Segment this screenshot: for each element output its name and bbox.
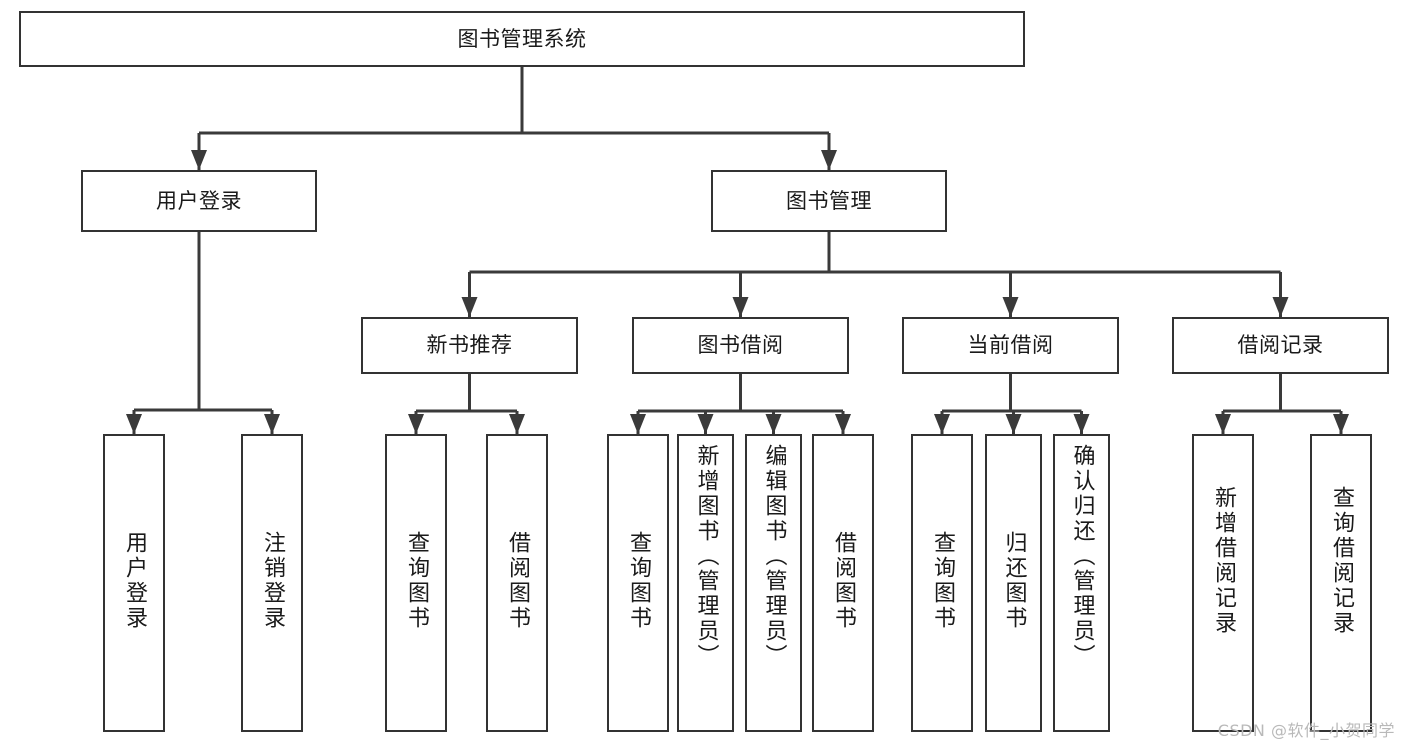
arrowhead-leaf-user-login bbox=[126, 414, 142, 434]
arrowhead-book-borrow bbox=[732, 297, 749, 317]
node-label-leaf-logout: 注销登录 bbox=[259, 531, 285, 631]
arrowhead-leaf-borrow-books-2 bbox=[835, 414, 851, 434]
arrowhead-leaf-return-books bbox=[1005, 414, 1022, 434]
node-label-leaf-edit-book-admin: 编辑图书（管理员） bbox=[761, 444, 787, 669]
node-label-leaf-query-books-3: 查询图书 bbox=[929, 531, 955, 631]
node-user-login[interactable]: 用户登录 bbox=[81, 170, 317, 232]
arrowhead-leaf-add-borrow-record bbox=[1215, 414, 1231, 434]
arrowhead-new-book-recommend bbox=[461, 297, 478, 317]
node-label-leaf-borrow-books-2: 借阅图书 bbox=[830, 531, 856, 631]
node-leaf-return-books[interactable]: 归还图书 bbox=[985, 434, 1042, 732]
node-label-user-login: 用户登录 bbox=[156, 188, 242, 213]
arrowhead-leaf-query-books-2 bbox=[630, 414, 646, 434]
node-label-leaf-return-books: 归还图书 bbox=[1001, 531, 1027, 631]
node-label-leaf-query-books-1: 查询图书 bbox=[403, 531, 429, 631]
node-label-leaf-query-books-2: 查询图书 bbox=[625, 531, 651, 631]
node-leaf-confirm-return-admin[interactable]: 确认归还（管理员） bbox=[1053, 434, 1110, 732]
node-leaf-add-book-admin[interactable]: 新增图书（管理员） bbox=[677, 434, 734, 732]
watermark-label: CSDN @软件_小贺同学 bbox=[1217, 721, 1395, 740]
node-label-book-management: 图书管理 bbox=[786, 188, 872, 213]
node-label-current-borrow: 当前借阅 bbox=[967, 333, 1054, 358]
arrowhead-leaf-logout bbox=[264, 414, 280, 434]
arrowhead-book-management bbox=[821, 150, 837, 170]
node-borrow-records[interactable]: 借阅记录 bbox=[1172, 317, 1389, 374]
node-leaf-query-books-2[interactable]: 查询图书 bbox=[607, 434, 669, 732]
node-leaf-query-books-1[interactable]: 查询图书 bbox=[385, 434, 447, 732]
arrowhead-leaf-add-book-admin bbox=[697, 414, 714, 434]
node-leaf-user-login[interactable]: 用户登录 bbox=[103, 434, 165, 732]
node-label-leaf-confirm-return-admin: 确认归还（管理员） bbox=[1069, 444, 1095, 669]
node-new-book-recommend[interactable]: 新书推荐 bbox=[361, 317, 578, 374]
arrowhead-leaf-borrow-books-1 bbox=[509, 414, 525, 434]
arrowhead-leaf-confirm-return-admin bbox=[1073, 414, 1090, 434]
node-book-borrow[interactable]: 图书借阅 bbox=[632, 317, 849, 374]
node-leaf-borrow-books-1[interactable]: 借阅图书 bbox=[486, 434, 548, 732]
node-label-leaf-user-login: 用户登录 bbox=[121, 531, 147, 631]
arrowhead-leaf-query-books-1 bbox=[408, 414, 424, 434]
arrowhead-leaf-edit-book-admin bbox=[765, 414, 782, 434]
node-leaf-logout[interactable]: 注销登录 bbox=[241, 434, 303, 732]
node-book-management[interactable]: 图书管理 bbox=[711, 170, 947, 232]
node-label-leaf-add-borrow-record: 新增借阅记录 bbox=[1210, 486, 1236, 636]
node-leaf-query-borrow-record[interactable]: 查询借阅记录 bbox=[1310, 434, 1372, 732]
arrowhead-user-login bbox=[191, 150, 207, 170]
node-label-leaf-query-borrow-record: 查询借阅记录 bbox=[1328, 486, 1354, 636]
node-label-new-book-recommend: 新书推荐 bbox=[426, 333, 513, 358]
node-current-borrow[interactable]: 当前借阅 bbox=[902, 317, 1119, 374]
arrowhead-borrow-records bbox=[1272, 297, 1289, 317]
node-root[interactable]: 图书管理系统 bbox=[19, 11, 1025, 67]
arrowhead-leaf-query-borrow-record bbox=[1333, 414, 1349, 434]
arrowhead-leaf-query-books-3 bbox=[934, 414, 950, 434]
node-label-borrow-records: 借阅记录 bbox=[1237, 333, 1324, 358]
node-leaf-query-books-3[interactable]: 查询图书 bbox=[911, 434, 973, 732]
arrowhead-current-borrow bbox=[1002, 297, 1019, 317]
node-leaf-add-borrow-record[interactable]: 新增借阅记录 bbox=[1192, 434, 1254, 732]
node-label-leaf-add-book-admin: 新增图书（管理员） bbox=[693, 444, 719, 669]
node-leaf-edit-book-admin[interactable]: 编辑图书（管理员） bbox=[745, 434, 802, 732]
node-label-leaf-borrow-books-1: 借阅图书 bbox=[504, 531, 530, 631]
node-leaf-borrow-books-2[interactable]: 借阅图书 bbox=[812, 434, 874, 732]
node-label-book-borrow: 图书借阅 bbox=[697, 333, 784, 358]
node-label-root: 图书管理系统 bbox=[457, 26, 587, 51]
